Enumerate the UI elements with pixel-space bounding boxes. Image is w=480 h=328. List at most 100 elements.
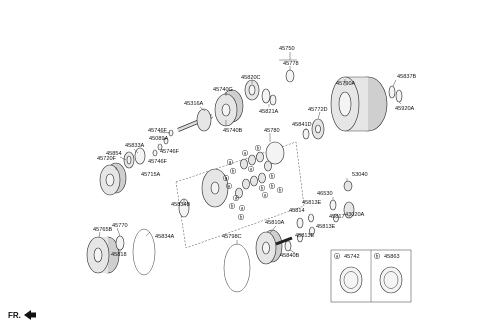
inset-label-45742: 45742 (344, 254, 360, 260)
label-45834A: 45834A (155, 234, 175, 240)
ring-45814 (296, 217, 304, 229)
svg-text:b: b (257, 146, 260, 151)
ring-45833A (134, 147, 146, 165)
svg-text:a: a (235, 196, 238, 201)
label-45780: 45780 (264, 128, 280, 134)
svg-text:a: a (225, 176, 228, 181)
label-45854: 45854 (106, 151, 122, 157)
seal-45746F-c (152, 149, 158, 157)
hub-45772D-inner (315, 124, 321, 134)
ring-45778 (285, 69, 295, 83)
carrier-45780-ring (265, 141, 285, 165)
washer-45742 (339, 266, 363, 294)
ring-45813E-c (297, 233, 303, 243)
svg-text:a: a (228, 184, 231, 189)
ring-45821A-b (269, 94, 277, 106)
label-45813E-a: 45813E (302, 200, 322, 206)
label-43020A: 43020A (345, 212, 365, 218)
hub-45820C-inner (248, 84, 256, 96)
front-arrow-icon (24, 310, 36, 320)
ring-46530 (329, 199, 337, 211)
flange-45316A (196, 108, 212, 132)
direction-label: FR. (8, 311, 21, 320)
svg-text:b: b (232, 169, 235, 174)
label-45821A: 45821A (259, 109, 279, 115)
label-45740G: 45740G (213, 87, 233, 93)
label-45778: 45778 (283, 61, 299, 67)
drum-45740G-hole (221, 103, 231, 117)
ring-45920A (395, 89, 403, 103)
label-45790A: 45790A (336, 81, 356, 87)
nut-53040 (343, 180, 353, 192)
svg-text:a: a (229, 160, 232, 165)
ring-45813E-b (309, 226, 315, 236)
label-45765B: 45765B (93, 227, 113, 233)
drum-45765B-hole (93, 247, 103, 263)
label-45770: 45770 (112, 223, 128, 229)
gear-45810A-hole (262, 241, 270, 255)
housing-45790A-hole (338, 91, 352, 117)
label-45750: 45750 (279, 46, 295, 52)
label-45837B: 45837B (397, 74, 417, 80)
carrier-45780-hole (210, 181, 220, 195)
shaft-45810A (275, 236, 293, 246)
bearing-45854-inner (126, 155, 132, 165)
svg-text:b: b (240, 215, 243, 220)
label-45834B: 45834B (171, 202, 191, 208)
label-45746F-c: 45746F (148, 159, 168, 165)
washer-45863 (379, 266, 403, 294)
label-45841D: 45841D (292, 122, 312, 128)
pinion-gears (235, 151, 272, 199)
label-45820C: 45820C (241, 75, 261, 81)
assembly-45780-box (175, 141, 305, 249)
ring-45837B (388, 85, 396, 99)
svg-text:b: b (231, 204, 234, 209)
ring-45840B (284, 240, 292, 252)
carrier-45720F-hole (105, 173, 115, 187)
label-45715A: 45715A (141, 172, 161, 178)
label-45814: 45814 (289, 208, 305, 214)
svg-text:b: b (271, 184, 274, 189)
svg-text:a: a (250, 167, 253, 172)
svg-text:a: a (244, 151, 247, 156)
seal-45089A (163, 137, 169, 145)
ring-45813E-a (308, 213, 314, 223)
label-46530: 46530 (317, 191, 333, 197)
inset-letter-b: b (376, 254, 379, 259)
ring-45817 (333, 213, 339, 223)
snap-ring-45834A (132, 228, 156, 276)
label-45720F: 45720F (97, 156, 117, 162)
label-45833A: 45833A (125, 143, 145, 149)
circle-letters: a b a a b a a b a b a b b a b b (222, 144, 284, 221)
svg-text:a: a (241, 206, 244, 211)
label-45772D: 45772D (308, 107, 328, 113)
label-45813E-b: 45813E (316, 224, 336, 230)
seal-45746F-b (157, 143, 163, 151)
label-45810A: 45810A (265, 220, 285, 226)
label-45920A: 45920A (395, 106, 415, 112)
label-45817: 45817 (329, 214, 345, 220)
inset-box: a 45742 b 45863 (330, 249, 412, 303)
svg-text:b: b (261, 186, 264, 191)
svg-text:b: b (271, 174, 274, 179)
inset-label-45863: 45863 (384, 254, 400, 260)
label-45089A: 45089A (149, 136, 169, 142)
svg-text:b: b (279, 188, 282, 193)
snap-ring-45798C (223, 243, 251, 293)
label-45813E-c: 45813E (295, 233, 315, 239)
inset-letter-a: a (336, 254, 339, 259)
label-45740B: 45740B (223, 128, 243, 134)
svg-text:a: a (264, 193, 267, 198)
label-45316A: 45316A (184, 101, 204, 107)
label-45798C: 45798C (222, 234, 242, 240)
ring-45841D (302, 128, 310, 140)
label-45746F-a: 45746F (148, 128, 168, 134)
label-45818: 45818 (111, 252, 127, 258)
label-45746F-b: 45746F (160, 149, 180, 155)
label-45840B: 45840B (280, 253, 300, 259)
leader-lines (98, 52, 402, 254)
ring-45821A-a (261, 88, 271, 104)
label-53040: 53040 (352, 172, 368, 178)
